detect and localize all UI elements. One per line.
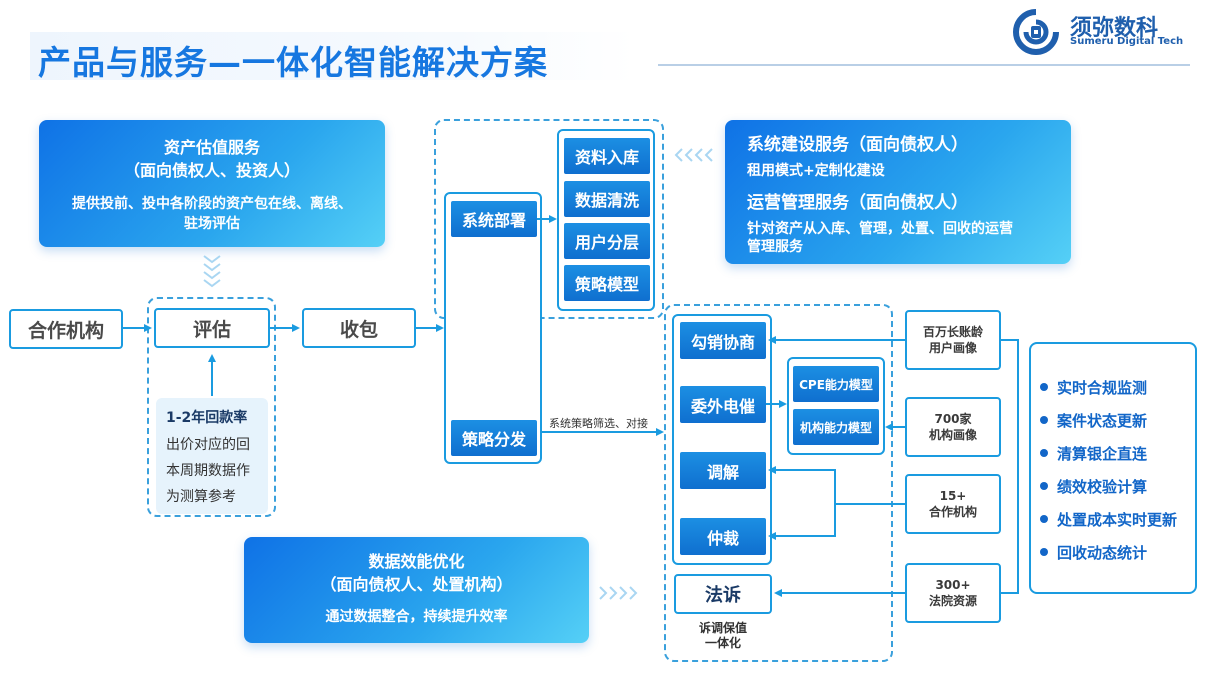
ops-management-desc-1: 针对资产从入库、管理，处置、回收的运营	[747, 221, 1013, 237]
ops-management-title: 运营管理服务（面向债权人）	[747, 193, 968, 213]
company-english-name: Sumeru Digital Tech	[1070, 36, 1184, 47]
resource-partner-institutions-value: 15+	[939, 489, 967, 503]
resource-user-profiles-value: 百万长账龄	[922, 325, 983, 339]
disposal-mediation: 调解	[680, 452, 766, 489]
partner-institution-box: 合作机构	[9, 309, 123, 349]
bullet-icon	[1040, 514, 1048, 523]
litigation-footer-2: 一体化	[704, 636, 741, 650]
bullet-icon	[1040, 481, 1048, 490]
resource-partner-institutions-label: 合作机构	[928, 505, 977, 519]
litigation-footer-1: 诉调保值	[698, 621, 747, 635]
evaluate-box: 评估	[154, 308, 270, 348]
data-processing-region	[434, 119, 664, 319]
disposal-litigation: 法诉	[674, 574, 772, 614]
asset-valuation-card: 资产估值服务 （面向债权人、投资人） 提供投前、投中各阶段的资产包在线、离线、 …	[39, 120, 385, 247]
strategy-dispatch-box: 策略分发	[451, 420, 537, 456]
bullet-icon	[1040, 448, 1048, 457]
package-box: 收包	[302, 308, 416, 348]
resource-institution-profiles-value: 700家	[934, 412, 972, 426]
feature-recovery-stats: 回收动态统计	[1040, 542, 1147, 563]
disposal-outsourced-calls: 委外电催	[680, 386, 766, 423]
data-step-intake: 资料入库	[564, 138, 650, 174]
asset-valuation-title: 资产估值服务	[163, 138, 260, 157]
evaluation-region	[147, 297, 276, 517]
feature-label: 清算银企直连	[1057, 445, 1148, 463]
chevrons-left-icon	[674, 148, 713, 162]
resource-institution-profiles-label: 机构画像	[928, 428, 977, 442]
data-optimization-title: 数据效能优化	[368, 552, 465, 571]
feature-bank-connect: 清算银企直连	[1040, 443, 1147, 464]
title-background	[30, 32, 635, 80]
system-deploy-box: 系统部署	[451, 201, 537, 237]
feature-label: 实时合规监测	[1057, 379, 1148, 397]
disposal-region	[664, 304, 893, 662]
system-build-title: 系统建设服务（面向债权人）	[747, 135, 968, 155]
return-rate-line-1: 出价对应的回	[166, 437, 250, 453]
company-logo	[1012, 8, 1060, 56]
feature-label: 绩效校验计算	[1057, 478, 1148, 496]
return-rate-title: 1-2年回款率	[166, 410, 248, 426]
return-rate-line-3: 为测算参考	[166, 489, 236, 505]
resource-court-resources: 300+ 法院资源	[905, 563, 1001, 623]
page-title: 产品与服务—一体化智能解决方案	[38, 43, 548, 82]
data-optimization-desc: 通过数据整合，持续提升效率	[325, 609, 508, 625]
bullet-icon	[1040, 382, 1048, 391]
feature-label: 回收动态统计	[1057, 544, 1148, 562]
disposal-negotiation: 勾销协商	[680, 322, 766, 359]
feature-disposal-cost: 处置成本实时更新	[1040, 509, 1177, 530]
resource-user-profiles: 百万长账龄 用户画像	[905, 310, 1001, 370]
bullet-icon	[1040, 415, 1048, 424]
resource-user-profiles-label: 用户画像	[928, 341, 977, 355]
feature-case-status: 案件状态更新	[1040, 410, 1147, 431]
disposal-arbitration: 仲裁	[680, 518, 766, 555]
dispatch-note: 系统策略筛选、对接	[549, 417, 648, 430]
bullet-icon	[1040, 547, 1048, 556]
data-step-cleaning: 数据清洗	[564, 181, 650, 217]
cpe-capability-model: CPE能力模型	[793, 366, 879, 402]
asset-valuation-subtitle: （面向债权人、投资人）	[123, 161, 300, 180]
features-panel	[1029, 342, 1197, 594]
system-services-card: 系统建设服务（面向债权人） 租用模式+定制化建设 运营管理服务（面向债权人） 针…	[725, 120, 1071, 264]
feature-compliance-monitoring: 实时合规监测	[1040, 377, 1147, 398]
feature-label: 案件状态更新	[1057, 412, 1148, 430]
resource-partner-institutions: 15+ 合作机构	[905, 474, 1001, 534]
feature-label: 处置成本实时更新	[1057, 511, 1178, 529]
data-optimization-subtitle: （面向债权人、处置机构）	[320, 575, 513, 594]
arrow-partners-to-mediation	[768, 466, 905, 505]
arrow-partners-to-arbitration	[768, 504, 836, 540]
resource-court-resources-value: 300+	[935, 578, 971, 592]
asset-valuation-desc-1: 提供投前、投中各阶段的资产包在线、离线、	[72, 196, 352, 212]
company-name: 须弥数科	[1070, 16, 1159, 41]
return-rate-note: 1-2年回款率 出价对应的回 本周期数据作 为测算参考	[156, 398, 268, 514]
resources-bracket	[1001, 339, 1019, 594]
data-step-segmentation: 用户分层	[564, 223, 650, 259]
return-rate-line-2: 本周期数据作	[166, 463, 250, 479]
system-build-desc: 租用模式+定制化建设	[747, 163, 885, 179]
data-optimization-card: 数据效能优化 （面向债权人、处置机构） 通过数据整合，持续提升效率	[244, 537, 589, 643]
header-divider	[658, 64, 1190, 66]
asset-valuation-desc-2: 驻场评估	[184, 216, 240, 232]
data-step-strategy-model: 策略模型	[564, 265, 650, 301]
resource-court-resources-label: 法院资源	[928, 594, 977, 608]
deploy-dispatch-container	[444, 192, 542, 464]
ops-management-desc-2: 管理服务	[747, 239, 803, 255]
resource-institution-profiles: 700家 机构画像	[905, 397, 1001, 457]
chevrons-down-icon	[203, 255, 221, 288]
logo-icon	[1013, 9, 1059, 55]
feature-performance-calc: 绩效校验计算	[1040, 476, 1147, 497]
institution-capability-model: 机构能力模型	[793, 409, 879, 445]
chevrons-right-icon	[599, 586, 638, 600]
